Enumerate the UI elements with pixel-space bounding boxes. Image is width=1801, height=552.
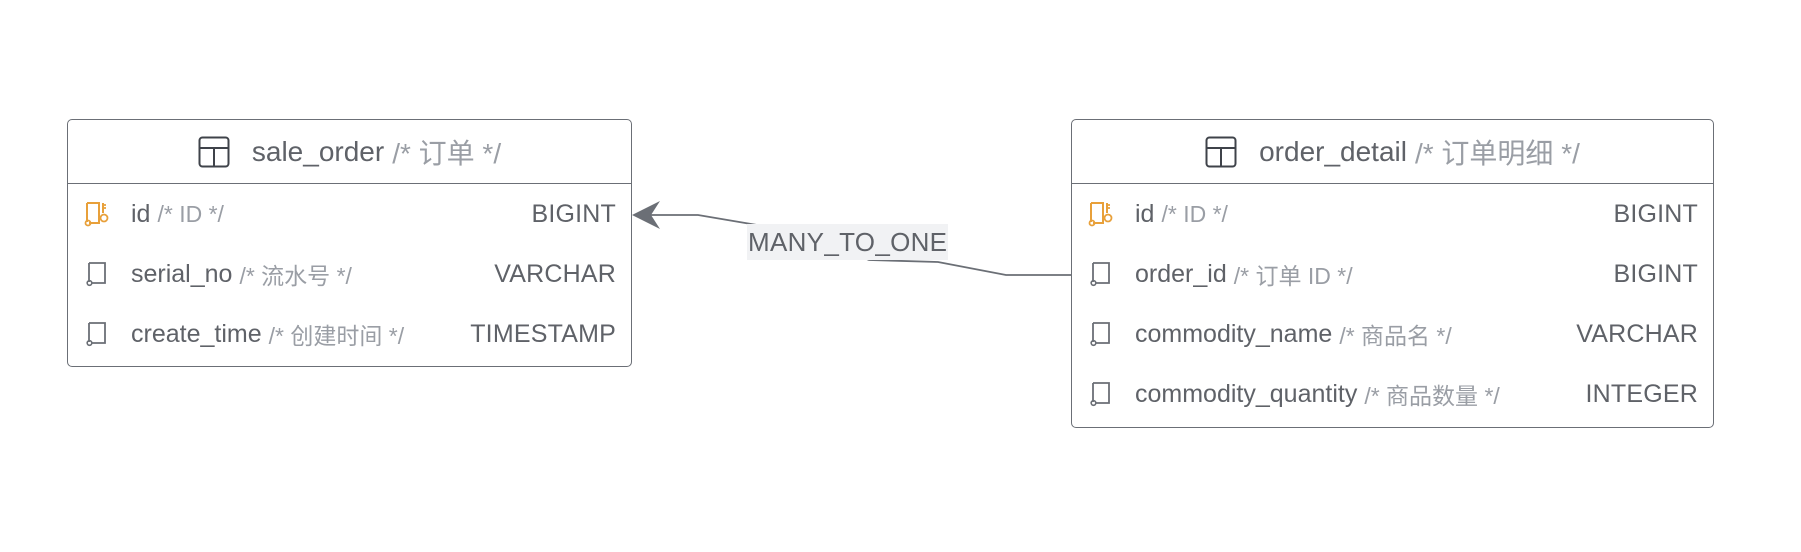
column-comment: /* ID */ bbox=[1161, 200, 1228, 227]
column-name: serial_no bbox=[131, 259, 233, 288]
table-order-detail[interactable]: order_detail /* 订单明细 */ id /* ID */ bbox=[1071, 119, 1714, 428]
relation-arrowhead-icon bbox=[632, 201, 660, 229]
column-name: commodity_quantity bbox=[1135, 379, 1358, 408]
table-name: sale_order bbox=[251, 135, 385, 167]
table-sale-order[interactable]: sale_order /* 订单 */ id /* ID */ BIG bbox=[67, 119, 632, 367]
relation-label[interactable]: MANY_TO_ONE bbox=[747, 224, 949, 260]
column-name: id bbox=[1135, 199, 1155, 228]
column-icon bbox=[1087, 380, 1115, 408]
column-icon bbox=[1087, 320, 1115, 348]
table-name: order_detail bbox=[1259, 135, 1407, 167]
column-comment: /* 商品数量 */ bbox=[1364, 383, 1500, 409]
column-comment: /* 订单 ID */ bbox=[1233, 263, 1353, 289]
column-comment: /* 创建时间 */ bbox=[268, 323, 405, 349]
column-type: BIGINT bbox=[531, 199, 616, 228]
table-grid-icon bbox=[1205, 136, 1237, 168]
column-name: commodity_name bbox=[1135, 319, 1333, 348]
column-name: id bbox=[131, 199, 151, 228]
column-comment: /* ID */ bbox=[157, 200, 224, 227]
column-type: VARCHAR bbox=[494, 259, 616, 288]
column-row[interactable]: id /* ID */ BIGINT bbox=[68, 184, 631, 244]
column-row[interactable]: commodity_quantity /* 商品数量 */ INTEGER bbox=[1072, 364, 1713, 424]
column-type: VARCHAR bbox=[1576, 319, 1698, 348]
column-icon bbox=[83, 320, 111, 348]
column-row[interactable]: id /* ID */ BIGINT bbox=[1072, 184, 1713, 244]
column-row[interactable]: order_id /* 订单 ID */ BIGINT bbox=[1072, 244, 1713, 304]
column-row[interactable]: commodity_name /* 商品名 */ VARCHAR bbox=[1072, 304, 1713, 364]
table-grid-icon bbox=[198, 136, 230, 168]
column-type: BIGINT bbox=[1613, 199, 1698, 228]
column-row[interactable]: create_time /* 创建时间 */ TIMESTAMP bbox=[68, 304, 631, 364]
column-icon bbox=[83, 260, 111, 288]
column-name: order_id bbox=[1135, 259, 1227, 288]
table-header[interactable]: order_detail /* 订单明细 */ bbox=[1072, 120, 1713, 184]
primary-key-icon bbox=[83, 200, 111, 228]
table-comment: /* 订单明细 */ bbox=[1414, 137, 1580, 169]
column-comment: /* 商品名 */ bbox=[1339, 323, 1452, 349]
column-type: BIGINT bbox=[1613, 259, 1698, 288]
column-type: TIMESTAMP bbox=[470, 319, 616, 348]
column-type: INTEGER bbox=[1585, 379, 1698, 408]
table-header[interactable]: sale_order /* 订单 */ bbox=[68, 120, 631, 184]
column-name: create_time bbox=[131, 319, 262, 348]
column-row[interactable]: serial_no /* 流水号 */ VARCHAR bbox=[68, 244, 631, 304]
column-icon bbox=[1087, 260, 1115, 288]
primary-key-icon bbox=[1087, 200, 1115, 228]
table-comment: /* 订单 */ bbox=[392, 137, 502, 169]
column-comment: /* 流水号 */ bbox=[239, 263, 352, 289]
